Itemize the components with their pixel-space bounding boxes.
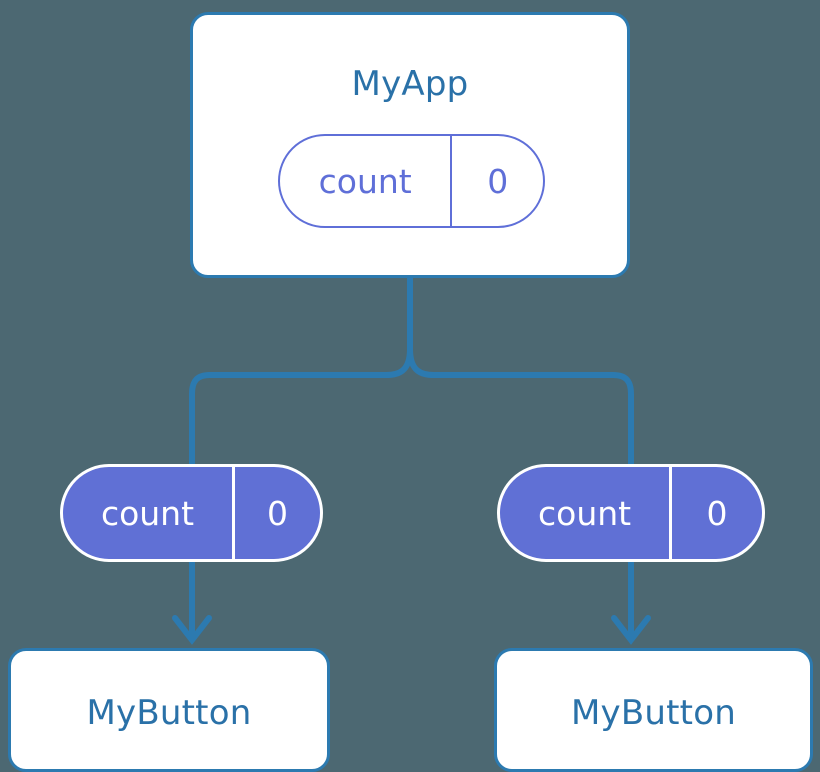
- arrowhead-left: [172, 615, 212, 645]
- component-card-mybutton-left[interactable]: MyButton: [8, 648, 330, 772]
- state-pill-root-value: 0: [450, 136, 543, 226]
- state-pill-branch-left-value: 0: [232, 467, 320, 559]
- component-title-mybutton-left: MyButton: [86, 693, 252, 733]
- state-pill-branch-right-value: 0: [669, 467, 762, 559]
- connector-branch-right: [407, 348, 634, 464]
- component-card-mybutton-right[interactable]: MyButton: [494, 648, 813, 772]
- component-title-mybutton-right: MyButton: [571, 693, 736, 733]
- connector-branch-left: [189, 348, 413, 464]
- component-title-myapp: MyApp: [351, 64, 469, 104]
- state-pill-branch-right-name: count: [537, 493, 632, 533]
- state-pill-branch-left-name: count: [100, 493, 195, 533]
- state-pill-root-name: count: [318, 161, 412, 201]
- state-pill-branch-left[interactable]: count 0: [60, 464, 323, 562]
- state-pill-branch-right[interactable]: count 0: [497, 464, 765, 562]
- arrowhead-right: [611, 615, 651, 645]
- state-pill-root[interactable]: count 0: [278, 134, 545, 228]
